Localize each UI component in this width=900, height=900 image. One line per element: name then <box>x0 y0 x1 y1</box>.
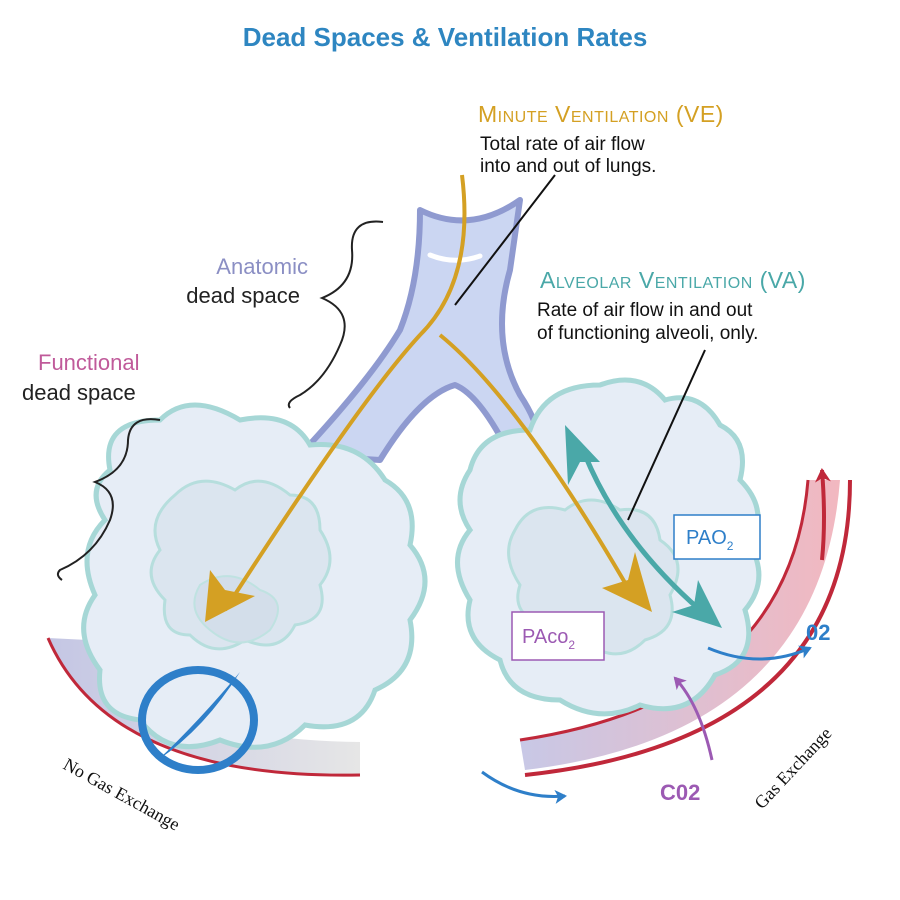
anatomic-label: Anatomic <box>216 254 308 279</box>
diagram-title: Dead Spaces & Ventilation Rates <box>243 22 648 52</box>
paco2-subscript: 2 <box>568 638 575 652</box>
alveolar-ventilation-arrow <box>565 425 722 628</box>
functional-dead-space-label: dead space <box>22 380 136 405</box>
blood-inflow-arrow <box>481 770 567 804</box>
pao2-subscript: 2 <box>727 539 734 553</box>
gas-exchange-label: Gas Exchange <box>750 723 835 812</box>
pao2-box: PAO2 <box>673 514 761 560</box>
paco2-label: PAco <box>522 626 568 648</box>
o2-label: 02 <box>806 620 830 645</box>
pao2-label: PAO <box>686 527 727 549</box>
alveolar-ventilation-pointer <box>627 349 706 521</box>
co2-label: C02 <box>660 780 700 805</box>
co2-arrow <box>673 676 714 761</box>
anatomic-brace <box>287 220 384 409</box>
trachea <box>297 197 541 463</box>
svg-text:PAO2: PAO2 <box>686 527 734 553</box>
minute-ventilation-heading: Minute Ventilation (VE) <box>478 101 724 127</box>
alveolar-ventilation-heading: Alveolar Ventilation (VA) <box>540 267 806 293</box>
functional-label: Functional <box>38 350 140 375</box>
paco2-box: PAco2 <box>511 611 605 661</box>
minute-ventilation-line2: into and out of lungs. <box>480 156 656 177</box>
minute-ventilation-arrows <box>205 174 652 622</box>
alveolar-ventilation-line2: of functioning alveoli, only. <box>537 323 758 344</box>
o2-arrow <box>707 645 812 661</box>
alveolar-ventilation-line1: Rate of air flow in and out <box>537 300 753 321</box>
blocked-flow-icon <box>138 666 258 774</box>
no-gas-exchange-label: No Gas Exchange <box>60 754 183 835</box>
blood-flow-arrow-up <box>814 468 831 561</box>
left-alveoli <box>81 402 428 750</box>
svg-text:PAco2: PAco2 <box>522 626 575 652</box>
functional-brace <box>56 418 161 581</box>
minute-ventilation-line1: Total rate of air flow <box>480 134 645 155</box>
anatomic-dead-space-label: dead space <box>186 283 300 308</box>
minute-ventilation-pointer <box>454 174 556 306</box>
